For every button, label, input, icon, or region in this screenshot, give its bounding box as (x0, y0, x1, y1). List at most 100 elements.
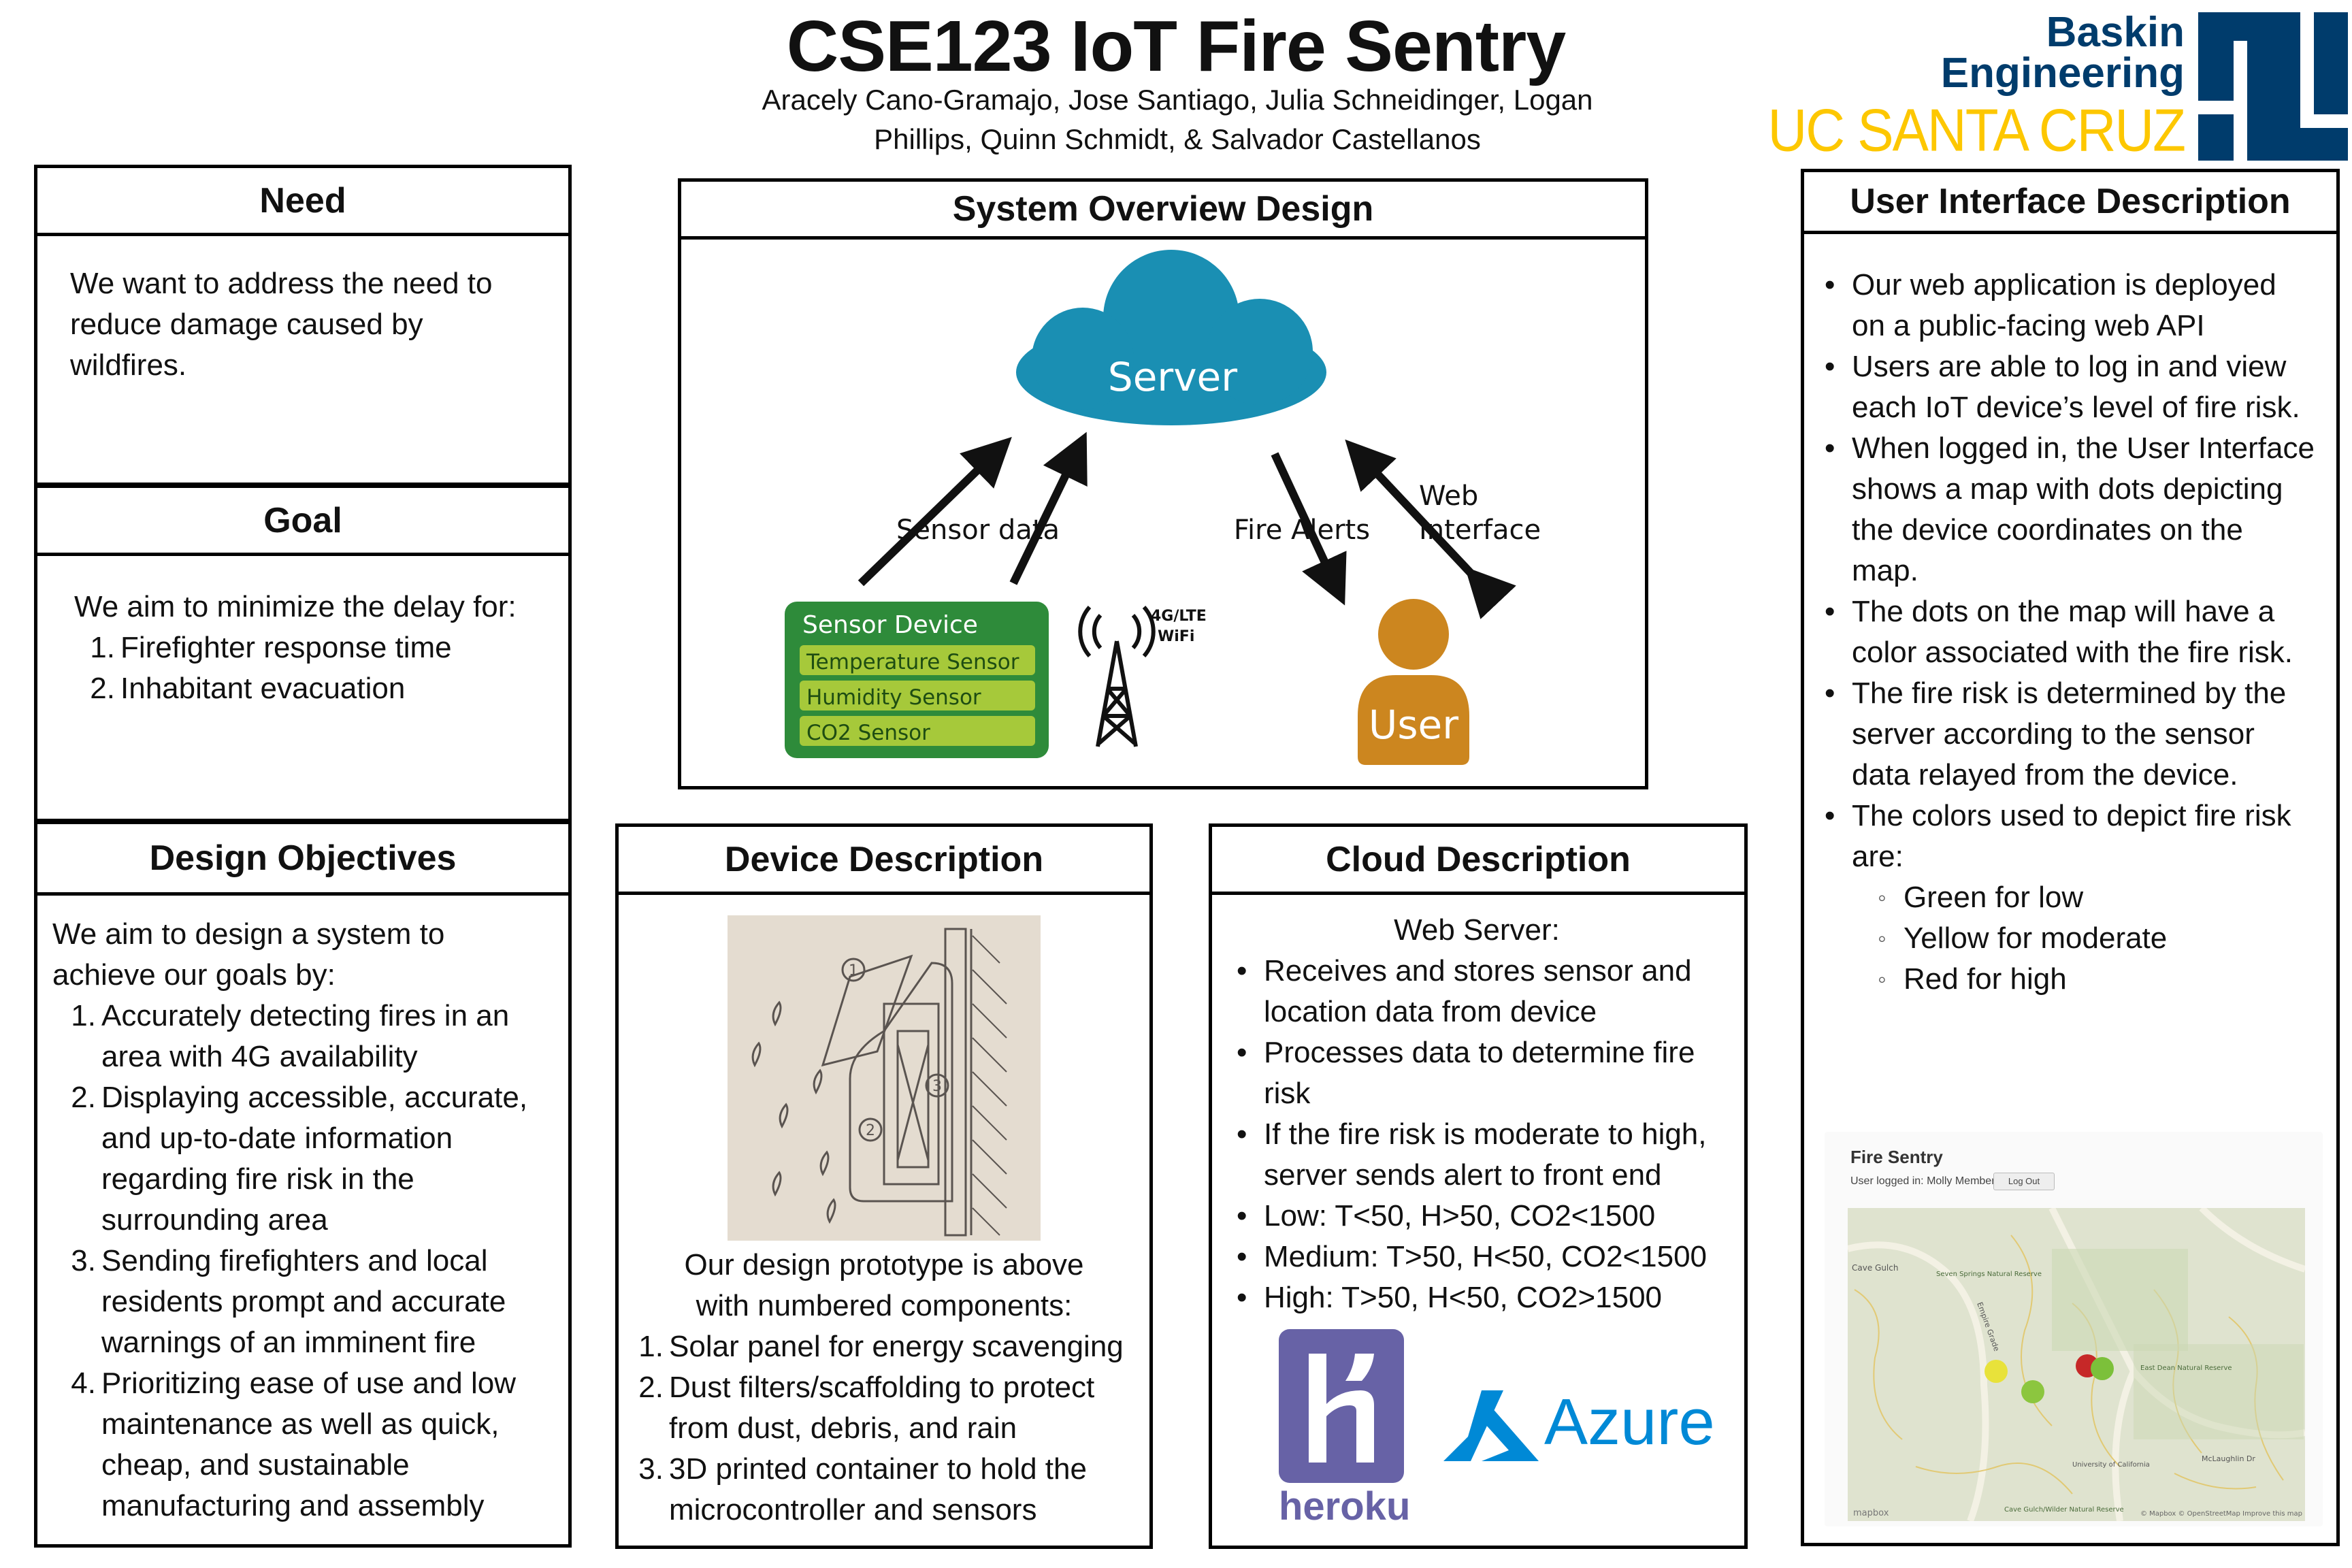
goal-item: Firefighter response time (71, 627, 452, 668)
authors: Aracely Cano-Gramajo, Jose Santiago, Jul… (721, 80, 1633, 159)
objectives-intro: We aim to design a system to achieve our… (52, 917, 445, 992)
ui-item: The colors used to depict fire risk are: (1825, 796, 2316, 877)
ui-list: Our web application is deployed on a pub… (1825, 265, 2316, 877)
ui-heading: User Interface Description (1804, 172, 2336, 234)
overview-section: System Overview Design Server Sensor dat… (678, 178, 1648, 789)
cloud-section: Cloud Description Web Server: Receives a… (1209, 823, 1748, 1549)
device-item: 3D printed container to hold the microco… (620, 1449, 1087, 1526)
app-logged-in: User logged in: Molly Member (1850, 1175, 1995, 1187)
cloud-item: Receives and stores sensor and location … (1237, 951, 1731, 1032)
heroku-label: heroku (1279, 1484, 1411, 1529)
cloud-item: If the fire risk is moderate to high, se… (1237, 1114, 1731, 1196)
heroku-logo: heroku (1279, 1329, 1411, 1529)
goal-item: Inhabitant evacuation (71, 668, 406, 709)
objective-item: Prioritizing ease of use and low mainten… (52, 1363, 516, 1522)
web-arrow (1345, 439, 1516, 619)
need-section: Need We want to address the need to redu… (34, 165, 572, 486)
objectives-section: Design Objectives We aim to design a sys… (34, 821, 572, 1548)
map-label-mclaughlin: McLaughlin Dr (2202, 1454, 2255, 1463)
app-title: Fire Sentry (1850, 1147, 1943, 1167)
sensor-co2: CO2 Sensor (806, 721, 930, 745)
prototype-sketch: 1 2 3 (728, 915, 1041, 1241)
overview-heading: System Overview Design (681, 182, 1645, 240)
objective-item: Displaying accessible, accurate, and up-… (52, 1077, 528, 1237)
authors-line-1: Aracely Cano-Gramajo, Jose Santiago, Jul… (762, 84, 1593, 116)
user-icon: User (1358, 599, 1469, 765)
map-attribution: © Mapbox © OpenStreetMap Improve this ma… (2140, 1510, 2302, 1518)
map-label-university: University of California (2072, 1461, 2150, 1469)
cloud-item: Low: T<50, H>50, CO2<1500 (1237, 1196, 1731, 1237)
server-label: Server (1108, 354, 1237, 400)
device-item: Solar panel for energy scavenging (620, 1326, 1124, 1367)
cloud-list: Receives and stores sensor and location … (1237, 951, 1731, 1318)
goal-list: Firefighter response time Inhabitant eva… (71, 627, 555, 709)
app-screenshot: Fire Sentry User logged in: Molly Member… (1825, 1132, 2323, 1526)
sensor-device: Sensor Device Temperature Sensor Humidit… (785, 602, 1049, 758)
sensor-arrow-1 (858, 436, 1012, 587)
logout-button[interactable]: Log Out (1993, 1173, 2055, 1190)
sketch-label-3: 3 (932, 1078, 942, 1095)
web-label: Web (1419, 480, 1478, 512)
poster-title: CSE123 IoT Fire Sentry (786, 6, 1566, 86)
objective-item: Accurately detecting fires in an area wi… (52, 996, 510, 1073)
ui-item: When logged in, the User Interface shows… (1825, 428, 2316, 591)
ui-item: Users are able to log in and view each I… (1825, 346, 2316, 428)
sketch-label-1: 1 (849, 962, 858, 979)
device-heading: Device Description (619, 827, 1149, 895)
sensor-data-label: Sensor data (896, 514, 1060, 546)
objectives-list: Accurately detecting fires in an area wi… (52, 996, 553, 1526)
ui-item: The fire risk is determined by the serve… (1825, 673, 2316, 796)
fire-map[interactable]: Cave Gulch Seven Springs Natural Reserve… (1848, 1208, 2305, 1521)
cloud-body: Web Server: Receives and stores sensor a… (1237, 910, 1731, 1318)
goal-body: We aim to minimize the delay for: Firefi… (71, 587, 555, 709)
tower-label-lte: 4G/LTE (1151, 608, 1207, 625)
azure-label: Azure (1544, 1386, 1715, 1458)
cloud-item: Processes data to determine fire risk (1237, 1032, 1731, 1114)
map-label-east-dean: East Dean Natural Reserve (2140, 1365, 2232, 1372)
heroku-icon (1279, 1329, 1404, 1483)
need-heading: Need (37, 168, 568, 236)
tower-label-wifi: WiFi (1158, 628, 1194, 645)
logo-engineering: Engineering (1940, 50, 2185, 97)
device-dot-moderate[interactable] (1984, 1360, 2008, 1383)
device-body: Our design prototype is above with numbe… (620, 1245, 1133, 1531)
cell-tower-icon (1078, 606, 1156, 747)
authors-line-2: Phillips, Quinn Schmidt, & Salvador Cast… (874, 123, 1481, 155)
user-label: User (1369, 702, 1458, 748)
ui-color-item: Green for low (1878, 877, 2316, 918)
objective-item: Sending firefighters and local residents… (52, 1241, 506, 1359)
map-label-wilder: Cave Gulch/Wilder Natural Reserve (2004, 1506, 2124, 1514)
objectives-heading: Design Objectives (37, 824, 568, 896)
overview-diagram: Server Sensor data Fire Alerts Web Inter… (785, 250, 1541, 765)
logo-mark (2198, 12, 2348, 161)
sensor-device-title: Sensor Device (802, 611, 978, 639)
need-text: We want to address the need to reduce da… (70, 267, 493, 382)
sketch-label-2: 2 (866, 1122, 875, 1139)
fire-alerts-label: Fire Alerts (1234, 514, 1370, 546)
map-label-cave-gulch: Cave Gulch (1852, 1263, 1898, 1273)
goal-heading: Goal (37, 488, 568, 556)
logo-baskin: Baskin (2046, 9, 2185, 56)
device-item: Dust filters/scaffolding to protect from… (620, 1367, 1095, 1445)
map-label-seven-springs: Seven Springs Natural Reserve (1936, 1271, 2042, 1278)
device-dot-low[interactable] (2021, 1380, 2044, 1403)
ui-color-item: Red for high (1878, 959, 2316, 1000)
interface-label: Interface (1419, 514, 1541, 546)
azure-logo: Azure (1443, 1385, 1715, 1467)
sensor-temperature: Temperature Sensor (806, 650, 1019, 674)
objectives-body: We aim to design a system to achieve our… (52, 914, 553, 1526)
ui-item: Our web application is deployed on a pub… (1825, 265, 2316, 346)
azure-icon (1443, 1390, 1539, 1461)
ui-color-item: Yellow for moderate (1878, 918, 2316, 959)
server-cloud: Server (1016, 250, 1326, 425)
device-dot-low[interactable] (2091, 1357, 2114, 1380)
ui-color-list: Green for low Yellow for moderate Red fo… (1878, 877, 2316, 1000)
cloud-subheading: Web Server: (1394, 913, 1560, 947)
goal-intro: We aim to minimize the delay for: (74, 590, 517, 623)
goal-section: Goal We aim to minimize the delay for: F… (34, 485, 572, 822)
device-caption: Our design prototype is above with numbe… (684, 1248, 1084, 1322)
cloud-item: Medium: T>50, H<50, CO2<1500 (1237, 1237, 1731, 1277)
logo-ucsc: UC SANTA CRUZ (1767, 97, 2186, 164)
sensor-arrow-2 (1009, 431, 1088, 585)
alert-arrow (1271, 452, 1347, 606)
